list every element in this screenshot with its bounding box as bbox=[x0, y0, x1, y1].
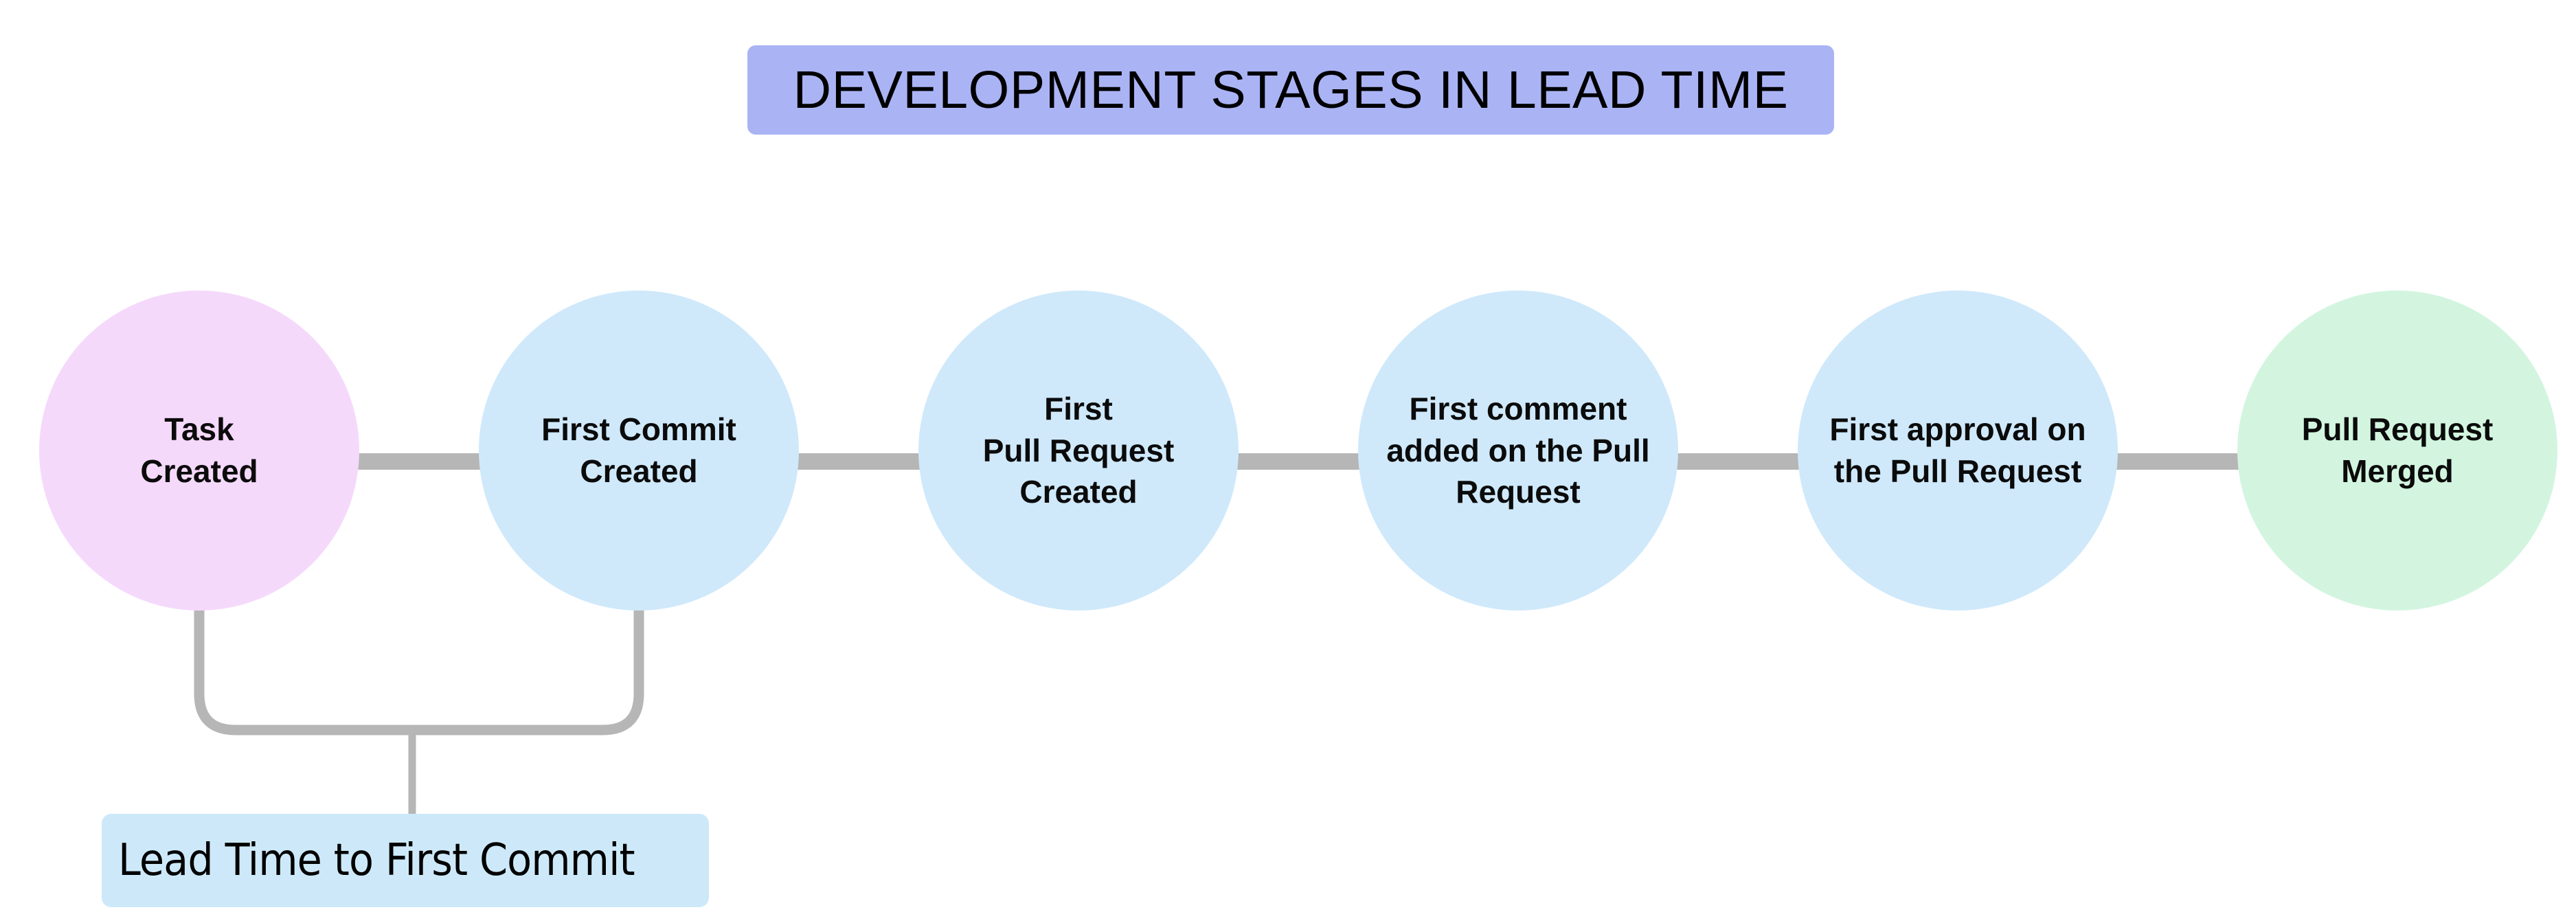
stage-node-pull-request-merged[interactable]: Pull Request Merged bbox=[2237, 290, 2557, 611]
stage-node-first-approval[interactable]: First approval on the Pull Request bbox=[1798, 290, 2118, 611]
stage-label-first-comment-added: First comment added on the Pull Request bbox=[1386, 390, 1650, 510]
connector-first-approval-to-pull-request-merged bbox=[2104, 453, 2251, 470]
connector-first-commit-to-first-pull-request bbox=[785, 453, 932, 470]
page-title: DEVELOPMENT STAGES IN LEAD TIME bbox=[793, 60, 1789, 119]
stage-label-first-pull-request-created: First Pull Request Created bbox=[982, 390, 1175, 510]
stage-node-first-comment-added[interactable]: First comment added on the Pull Request bbox=[1358, 290, 1678, 611]
lead-time-annotation-box[interactable]: Lead Time to First Commit bbox=[102, 814, 709, 907]
diagram-title-banner: DEVELOPMENT STAGES IN LEAD TIME bbox=[747, 45, 1834, 135]
stage-node-task-created[interactable]: Task Created bbox=[39, 290, 359, 611]
stage-label-first-approval: First approval on the Pull Request bbox=[1829, 411, 2086, 489]
stage-label-first-commit-created: First Commit Created bbox=[541, 411, 736, 489]
stage-node-first-commit-created[interactable]: First Commit Created bbox=[479, 290, 799, 611]
stage-label-pull-request-merged: Pull Request Merged bbox=[2301, 411, 2494, 489]
stage-label-task-created: Task Created bbox=[140, 411, 258, 489]
stage-node-first-pull-request-created[interactable]: First Pull Request Created bbox=[918, 290, 1239, 611]
connector-first-pull-request-to-first-comment bbox=[1225, 453, 1372, 470]
connector-task-created-to-first-commit bbox=[346, 453, 493, 470]
lead-time-annotation-label: Lead Time to First Commit bbox=[118, 835, 635, 886]
connector-first-comment-to-first-approval bbox=[1664, 453, 1811, 470]
